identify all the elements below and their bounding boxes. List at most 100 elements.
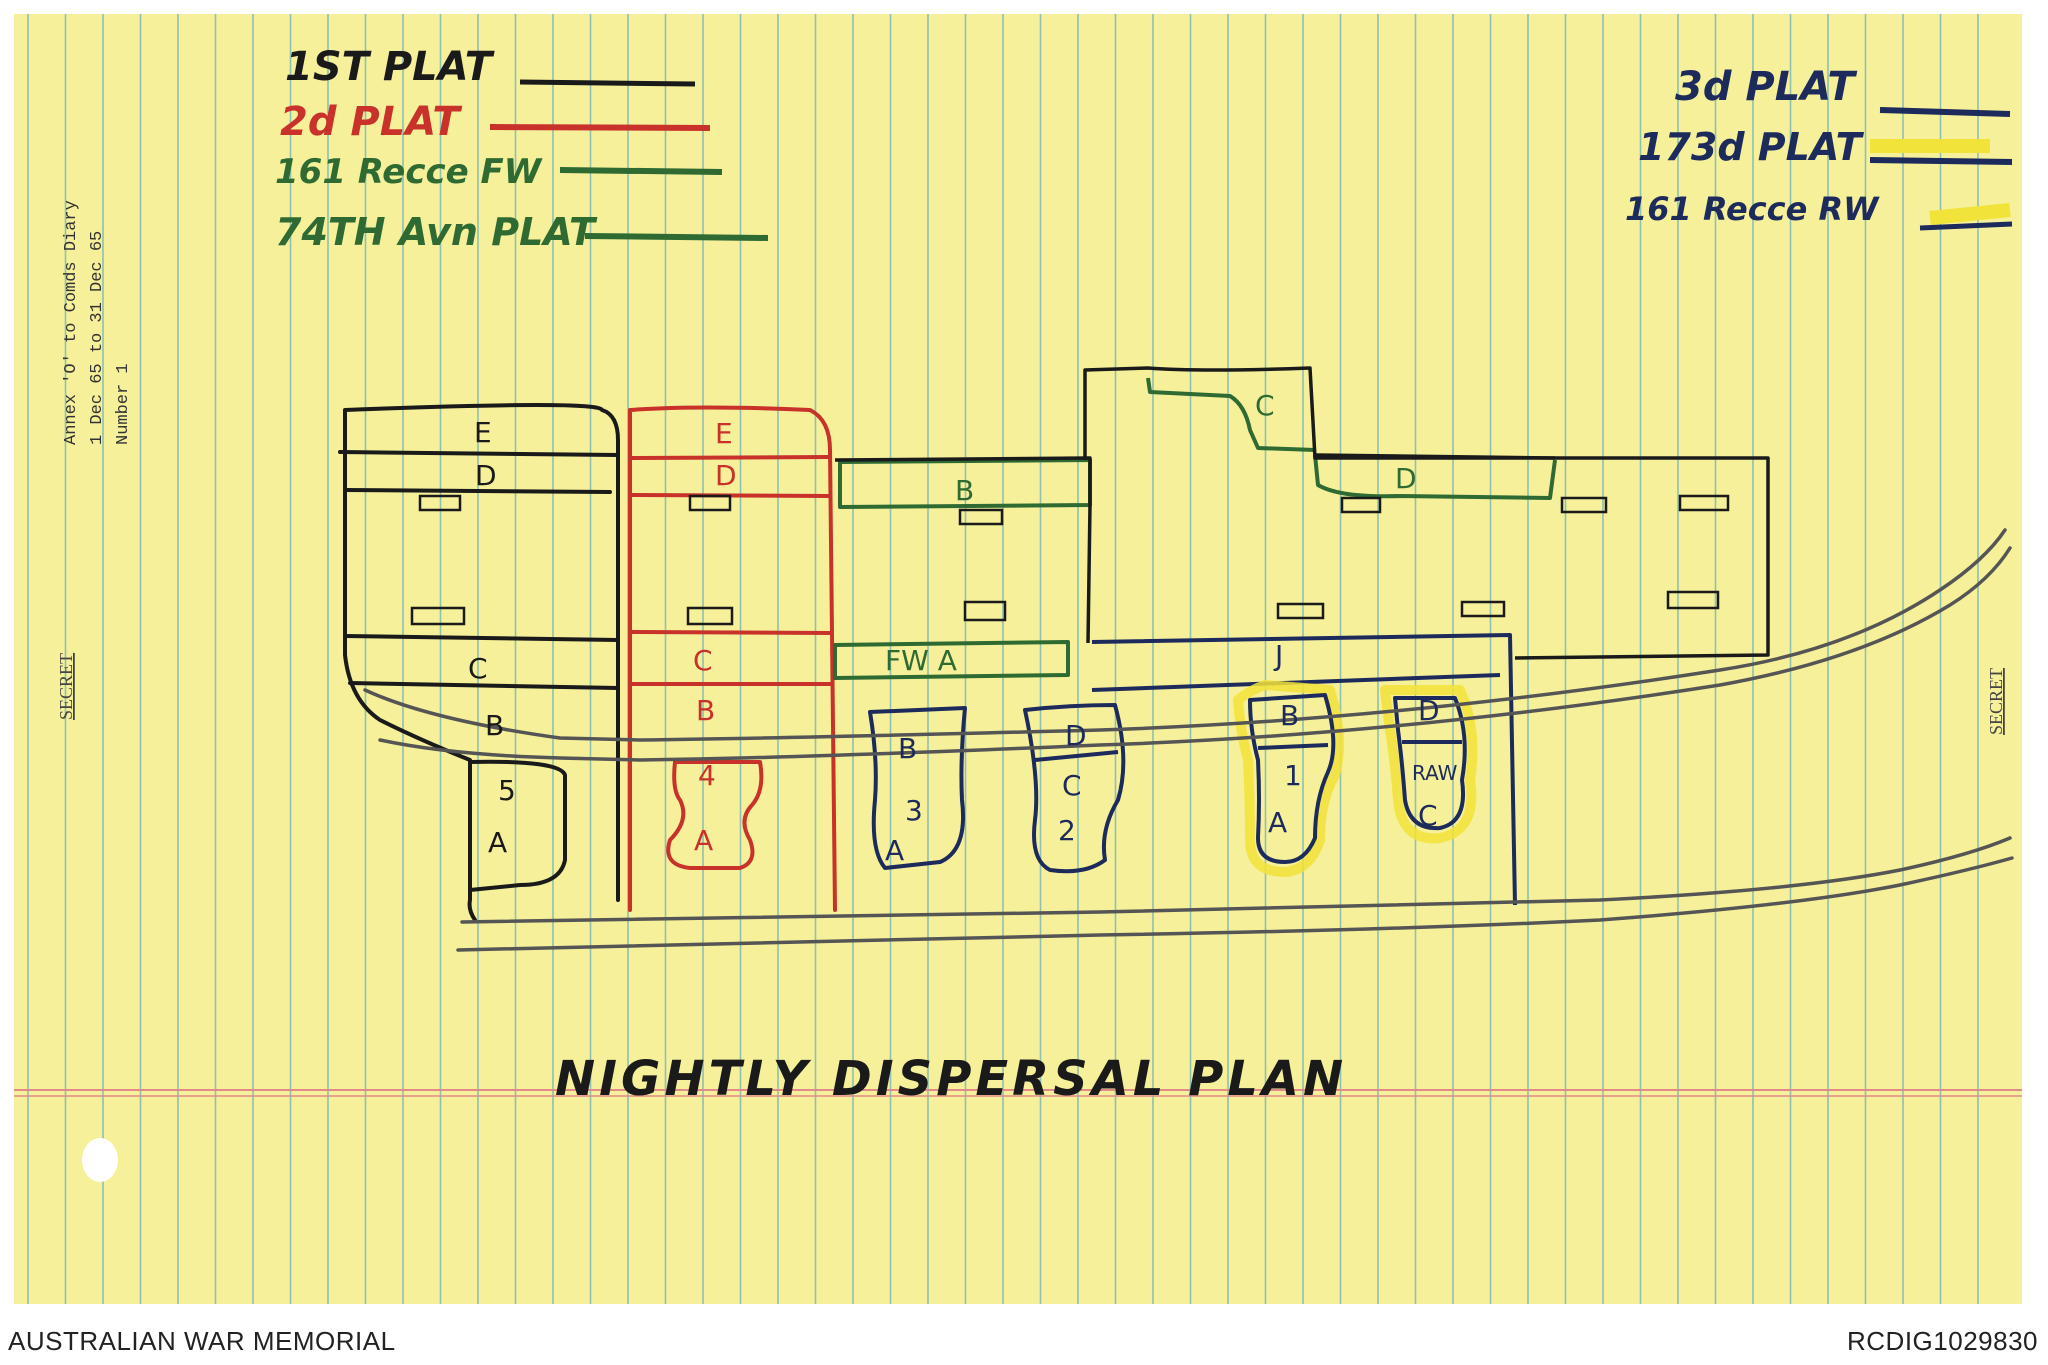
road-upper-edge-1 bbox=[363, 528, 2007, 742]
blue-outline-1a-rawc bbox=[1248, 693, 1467, 864]
blue-area-1a bbox=[1248, 693, 1336, 864]
label-red-a: A bbox=[694, 824, 713, 857]
label-black-e: E bbox=[474, 416, 492, 449]
second-plat-outline bbox=[628, 405, 837, 912]
label-blue-c-2: C bbox=[1062, 769, 1082, 802]
legend-74-avn-label: 74TH Avn PLAT bbox=[275, 210, 598, 254]
first-plat-area bbox=[338, 403, 620, 922]
vehicle-mark bbox=[1678, 494, 1730, 512]
legend-1st-plat-line bbox=[519, 79, 696, 87]
legend-3d-plat-line bbox=[1879, 107, 2011, 117]
label-blue-3: 3 bbox=[905, 794, 923, 827]
blue-area-j bbox=[1091, 633, 1517, 906]
second-plat-line-d-top bbox=[628, 455, 832, 460]
first-plat-line-c-bottom bbox=[348, 681, 620, 690]
label-blue-1: 1 bbox=[1284, 759, 1302, 792]
area-labels-black: E D C B 5 A bbox=[468, 416, 516, 859]
green-area-d bbox=[1313, 454, 1557, 500]
legend-2d-plat-line bbox=[489, 124, 711, 131]
vehicle-marks bbox=[410, 494, 1730, 626]
label-blue-b-1: B bbox=[1280, 699, 1299, 732]
side-stamp: Annex 'O' to Comds Diary 1 Dec 65 to 31 … bbox=[62, 200, 133, 445]
yellow-area-raw-c bbox=[1380, 685, 1478, 844]
footer-credit: AUSTRALIAN WAR MEMORIAL bbox=[8, 1326, 396, 1356]
area-labels-red: E D C B 4 A bbox=[693, 417, 737, 857]
second-plat-area bbox=[628, 405, 837, 912]
legend-173d-plat-label: 173d PLAT bbox=[1638, 125, 1865, 169]
first-plat-line-d-top bbox=[338, 450, 620, 457]
legend-161-rw-highlight bbox=[1929, 203, 2011, 225]
vehicle-mark bbox=[963, 600, 1007, 622]
first-plat-line-d-bottom bbox=[343, 488, 612, 494]
label-red-b: B bbox=[696, 694, 715, 727]
area-labels-blue: J B 3 A D C 2 B 1 A D RAW C bbox=[885, 639, 1458, 867]
label-black-a: A bbox=[488, 826, 507, 859]
stamp-line-1: Annex 'O' to Comds Diary bbox=[62, 200, 81, 445]
blue-area-raw-c bbox=[1393, 696, 1467, 831]
label-green-d: D bbox=[1395, 462, 1417, 495]
road-lower-edge-2 bbox=[456, 856, 2014, 952]
compound-outline bbox=[834, 366, 1770, 660]
vehicle-mark bbox=[686, 606, 734, 626]
legend-161-fw-label: 161 Recce FW bbox=[275, 152, 543, 192]
label-blue-d-2: D bbox=[1065, 719, 1087, 752]
label-red-e: E bbox=[715, 417, 733, 450]
road-upper-edge-2 bbox=[378, 546, 2012, 762]
vehicle-mark bbox=[410, 606, 466, 626]
label-black-5: 5 bbox=[498, 774, 516, 807]
label-red-d: D bbox=[715, 459, 737, 492]
label-blue-b-3: B bbox=[898, 732, 917, 765]
vehicle-mark bbox=[688, 494, 732, 512]
label-red-c: C bbox=[693, 644, 713, 677]
secret-mark-left: SECRET bbox=[56, 653, 76, 720]
legend-161-rw-label: 161 Recce RW bbox=[1625, 190, 1880, 228]
blue-area-2 bbox=[1023, 703, 1126, 874]
first-plat-outline bbox=[343, 403, 620, 922]
legend-161-fw-line bbox=[559, 167, 723, 175]
area-labels-green: B FW A C D bbox=[885, 389, 1417, 677]
compound-inner-line bbox=[1314, 453, 1556, 460]
second-plat-line-c-top bbox=[628, 630, 832, 635]
label-black-b: B bbox=[485, 709, 504, 742]
label-red-4: 4 bbox=[698, 759, 716, 792]
legend-right: 3d PLAT 173d PLAT 161 Recce RW bbox=[1625, 64, 2013, 231]
road-lower-edge-1 bbox=[460, 836, 2012, 924]
vehicle-mark bbox=[418, 494, 462, 512]
punch-hole bbox=[82, 1138, 118, 1182]
vehicle-mark bbox=[1460, 600, 1506, 618]
compound-perimeter bbox=[834, 366, 1770, 660]
plan-title: NIGHTLY DISPERSAL PLAN bbox=[555, 1051, 1347, 1107]
vehicle-mark bbox=[1340, 496, 1382, 514]
vehicle-mark bbox=[1560, 496, 1608, 514]
legend-left: 1ST PLAT 2d PLAT 161 Recce FW 74TH Avn P… bbox=[275, 44, 769, 254]
label-blue-a-3: A bbox=[885, 834, 904, 867]
label-black-d: D bbox=[475, 459, 497, 492]
legend-161-rw-line bbox=[1919, 221, 2013, 231]
second-plat-area-4a bbox=[666, 760, 764, 870]
vehicle-mark bbox=[958, 508, 1004, 526]
legend-173d-plat-line bbox=[1869, 157, 2013, 165]
legend-2d-plat-label: 2d PLAT bbox=[280, 99, 462, 145]
green-area-fw-a bbox=[833, 640, 1070, 680]
stamp-line-2: 1 Dec 65 to 31 Dec 65 bbox=[88, 231, 107, 445]
label-blue-j: J bbox=[1273, 639, 1283, 672]
stamp-line-3: Number 1 bbox=[114, 363, 133, 445]
blue-area-2-divider bbox=[1034, 750, 1119, 762]
first-plat-line-c-top bbox=[343, 634, 620, 642]
blue-area-3a bbox=[868, 706, 967, 870]
vehicle-mark bbox=[1276, 602, 1325, 620]
first-plat-area-5a bbox=[468, 759, 567, 892]
vehicle-mark bbox=[1666, 590, 1720, 610]
legend-74-avn-line bbox=[584, 233, 769, 241]
footer-id: RCDIG1029830 bbox=[1847, 1326, 2038, 1356]
label-green-c: C bbox=[1255, 389, 1275, 422]
legend-3d-plat-label: 3d PLAT bbox=[1675, 64, 1857, 110]
secret-mark-right: SECRET bbox=[1986, 668, 2006, 735]
label-black-c: C bbox=[468, 652, 488, 685]
roads bbox=[363, 528, 2014, 952]
blue-area-1a-divider bbox=[1257, 743, 1329, 750]
label-blue-a-1: A bbox=[1268, 806, 1287, 839]
label-blue-c-raw: C bbox=[1418, 799, 1438, 832]
legend-1st-plat-label: 1ST PLAT bbox=[285, 44, 495, 90]
